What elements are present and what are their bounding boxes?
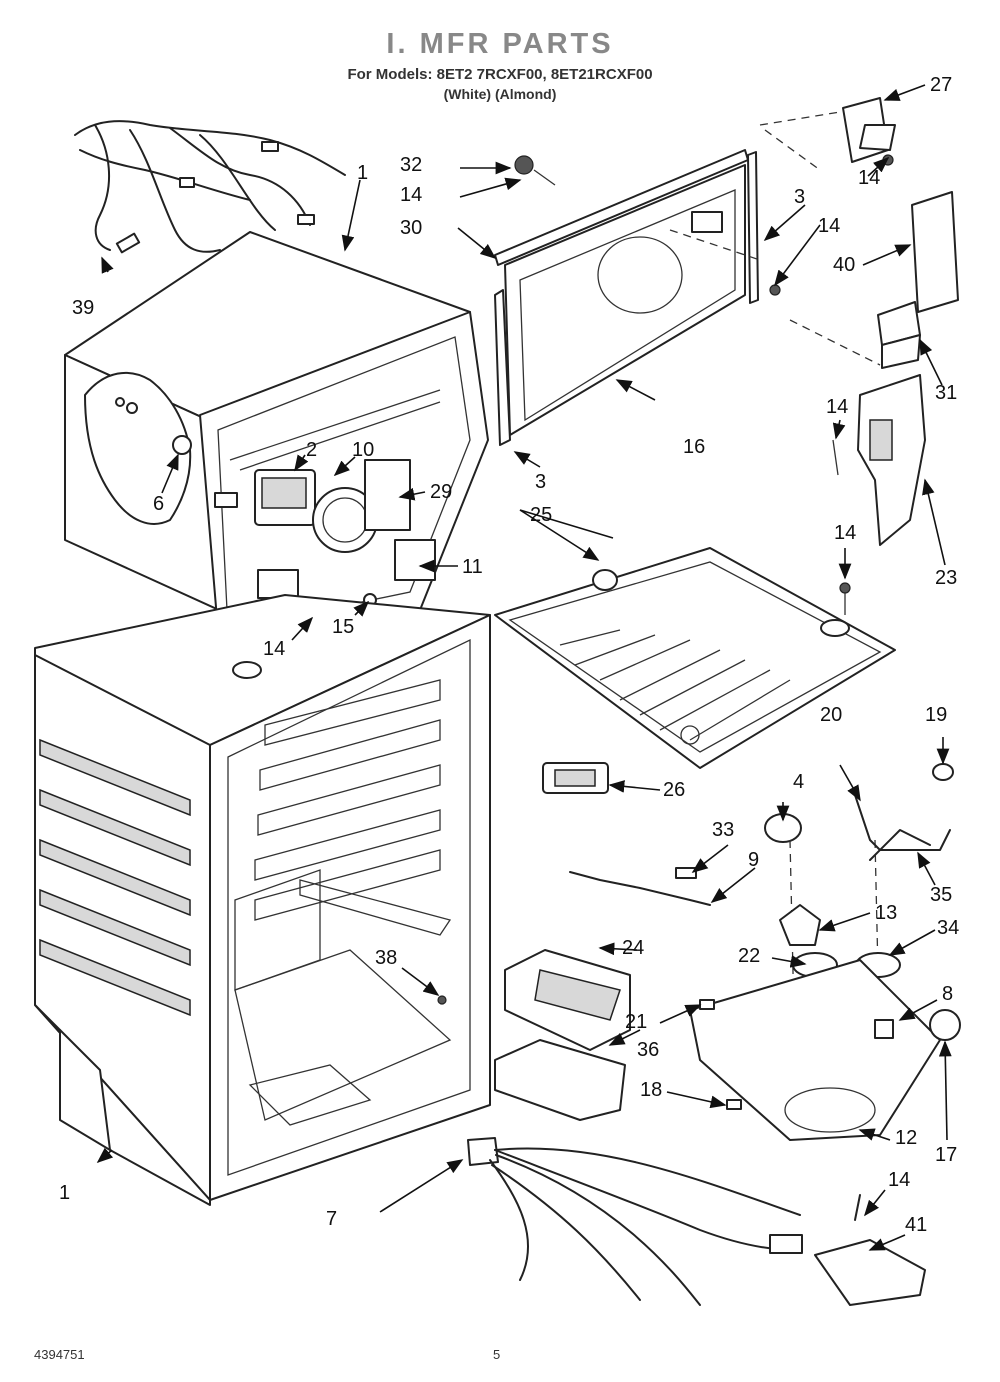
callout-36: 36	[637, 1039, 660, 1061]
callout-33: 33	[712, 819, 735, 841]
callout-29: 29	[430, 481, 453, 503]
callout-1-fresh-food-liner: 1	[59, 1182, 71, 1204]
callout-22: 22	[738, 945, 761, 967]
callout-14-pan: 14	[834, 522, 857, 544]
callout-35: 35	[930, 884, 953, 906]
evaporator-cover-panel	[494, 149, 759, 446]
callout-18: 18	[640, 1079, 663, 1101]
page-title: I. MFR PARTS	[386, 28, 614, 60]
callout-15: 15	[332, 616, 355, 638]
callout-12: 12	[895, 1127, 918, 1149]
callout-27: 27	[930, 74, 953, 96]
callout-13: 13	[875, 902, 898, 924]
freezer-drain-pan	[494, 547, 896, 769]
crisper-and-harness	[379, 949, 803, 1306]
fresh-food-liner	[34, 594, 491, 1206]
callout-25: 25	[530, 504, 553, 526]
callout-14-lower: 14	[888, 1169, 911, 1191]
callout-2: 2	[306, 439, 318, 461]
callout-17: 17	[935, 1144, 958, 1166]
callout-6: 6	[153, 493, 165, 515]
colors-line: (White) (Almond)	[443, 86, 557, 102]
callout-leaders	[161, 84, 952, 1251]
callout-16: 16	[683, 436, 706, 458]
callout-4: 4	[793, 771, 805, 793]
callout-11: 11	[462, 556, 483, 578]
freezer-liner	[64, 179, 489, 656]
callout-14-right-upper: 14	[818, 215, 841, 237]
callout-21: 21	[625, 1011, 648, 1033]
document-number: 4394751	[34, 1347, 85, 1362]
callout-34: 34	[937, 917, 960, 939]
callout-3-right: 3	[794, 186, 806, 208]
callout-8: 8	[942, 983, 954, 1005]
callout-7: 7	[326, 1208, 338, 1230]
callout-14-liner: 14	[263, 638, 286, 660]
callout-31: 31	[935, 382, 958, 404]
callout-32: 32	[400, 154, 423, 176]
cold-control-assembly	[542, 762, 961, 1306]
callout-14-right-mid: 14	[826, 396, 849, 418]
callout-20: 20	[820, 704, 843, 726]
wire-harness-39	[74, 120, 346, 274]
callout-3-left: 3	[535, 471, 547, 493]
callout-41: 41	[905, 1214, 928, 1236]
callout-10: 10	[352, 439, 375, 461]
callout-14-bracket: 14	[858, 167, 881, 189]
callout-26: 26	[663, 779, 686, 801]
callout-9: 9	[748, 849, 760, 871]
page-number: 5	[493, 1347, 501, 1362]
callout-40: 40	[833, 254, 856, 276]
callout-24: 24	[622, 937, 645, 959]
models-line: For Models: 8ET2 7RCXF00, 8ET21RCXF00	[347, 66, 653, 83]
callout-23: 23	[935, 567, 958, 589]
callout-39: 39	[72, 297, 95, 319]
callout-30: 30	[400, 217, 423, 239]
callout-38: 38	[375, 947, 398, 969]
right-side-parts	[514, 97, 959, 615]
callout-1-freezer-liner: 1	[357, 162, 369, 184]
callout-19: 19	[925, 704, 948, 726]
callout-14-panel: 14	[400, 184, 423, 206]
